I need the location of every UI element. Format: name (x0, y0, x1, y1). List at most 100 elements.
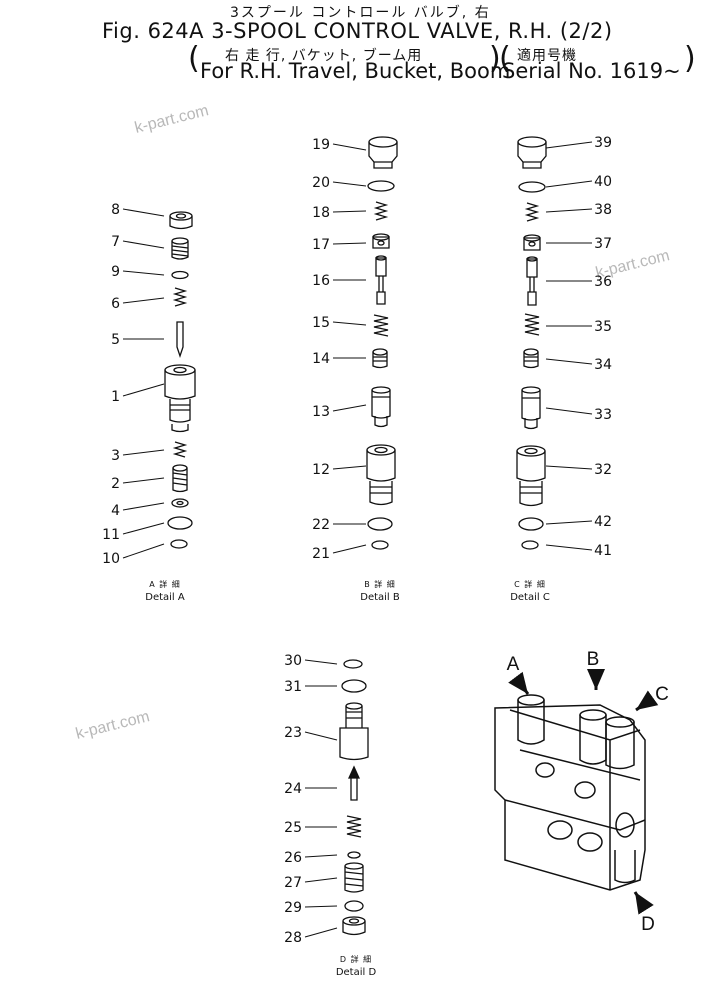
part-number-label: 14 (312, 351, 330, 367)
part-number-label: 38 (594, 202, 612, 218)
leader-line (332, 465, 367, 470)
detail-caption: Detail D (336, 967, 377, 978)
leader-line (122, 208, 165, 217)
detail-d-group (339, 659, 369, 936)
leader-line (332, 143, 367, 151)
detail-a-group (164, 211, 196, 549)
part-31-o-ring (341, 679, 367, 693)
part-23-plug (339, 702, 369, 761)
detail-caption: Detail C (510, 592, 550, 603)
part-26-o-ring (347, 851, 361, 859)
part-number-label: 13 (312, 404, 330, 420)
leader-line (332, 404, 367, 412)
part-number-label: 1 (111, 389, 120, 405)
part-number-label: 12 (312, 462, 330, 478)
leader-line (332, 181, 367, 187)
part-8-nut (169, 211, 193, 230)
assembly-marker-b: B (587, 649, 600, 670)
subtitle-japanese-left: 右 走 行, バケット, ブーム用 (225, 48, 423, 64)
subtitle-japanese-right: 適用号機 (517, 48, 577, 64)
part-number-label: 21 (312, 546, 330, 562)
part-number-label: 39 (594, 135, 612, 151)
part-number-label: 25 (284, 820, 302, 836)
part-27-plug (344, 862, 364, 893)
leader-lines (122, 141, 593, 938)
part-2-plug (172, 464, 188, 493)
paren-close-right: ) (684, 41, 696, 76)
detail-caption: Detail A (145, 592, 185, 603)
part-25-spring (346, 815, 362, 838)
part-3-spring (172, 441, 188, 458)
part-number-label: 32 (594, 462, 612, 478)
title-japanese: 3スプール コントロール バルブ, 右 (230, 5, 491, 21)
leader-line (122, 449, 165, 456)
part-40-o-ring (518, 181, 546, 193)
part-32-valve-body (516, 445, 546, 507)
part-7-plug (171, 237, 189, 260)
part-number-label: 36 (594, 274, 612, 290)
part-number-label: 23 (284, 725, 302, 741)
part-38-spring (524, 202, 540, 222)
assembly-arrows (508, 669, 659, 915)
leader-line (122, 270, 165, 276)
assembly-marker-c: C (655, 684, 669, 705)
detail-caption-japanese: C 詳 細 (514, 579, 546, 589)
leader-line (545, 358, 593, 365)
leader-line (545, 180, 593, 188)
leader-line (122, 240, 165, 249)
leader-line (545, 208, 593, 213)
part-39-cap (517, 136, 547, 169)
valve-assembly-illustration (494, 694, 646, 891)
figure-title: Fig. 624A 3-SPOOL CONTROL VALVE, R.H. (2… (102, 19, 613, 43)
part-19-cap (368, 136, 398, 169)
part-20-o-ring (367, 180, 395, 192)
leader-line (122, 543, 165, 559)
part-42-o-ring (518, 517, 544, 531)
part-number-label: 27 (284, 875, 302, 891)
part-number-label: 4 (111, 503, 120, 519)
part-number-label: 42 (594, 514, 612, 530)
leader-line (304, 659, 338, 665)
part-number-label: 31 (284, 679, 302, 695)
part-number-label: 17 (312, 237, 330, 253)
part-number-label: 18 (312, 205, 330, 221)
part-29-o-ring (344, 900, 364, 912)
leader-line (122, 477, 165, 484)
part-37-nut (523, 234, 541, 251)
part-41-o-ring (521, 540, 539, 550)
leader-line (304, 731, 338, 741)
part-number-label: 10 (102, 551, 120, 567)
part-number-label: 3 (111, 448, 120, 464)
part-number-label: 19 (312, 137, 330, 153)
part-10-o-ring (170, 539, 188, 549)
part-17-nut (372, 233, 390, 249)
leader-line (545, 544, 593, 551)
part-9-o-ring (171, 270, 189, 280)
part-number-label: 7 (111, 234, 120, 250)
leader-line (332, 210, 367, 213)
detail-caption-japanese: D 詳 細 (340, 954, 372, 964)
part-number-label: 35 (594, 319, 612, 335)
part-18-spring (373, 201, 389, 221)
leader-line (545, 520, 593, 525)
part-number-label: 15 (312, 315, 330, 331)
leader-line (304, 854, 338, 858)
part-number-label: 9 (111, 264, 120, 280)
leader-line (122, 297, 165, 304)
leader-line (304, 927, 338, 938)
part-1-valve-body (164, 364, 196, 433)
part-16-poppet (375, 255, 387, 305)
leader-line (122, 522, 165, 535)
leader-line (545, 141, 593, 149)
leader-line (304, 877, 338, 883)
detail-caption-japanese: A 詳 細 (149, 579, 181, 589)
part-number-label: 29 (284, 900, 302, 916)
part-number-label: 20 (312, 175, 330, 191)
subtitle-serial: Serial No. 1619~ (502, 59, 681, 83)
detail-caption: Detail B (360, 592, 400, 603)
paren-close-left: ) (489, 41, 501, 76)
part-13-sleeve (371, 386, 391, 428)
part-number-label: 37 (594, 236, 612, 252)
leader-line (122, 502, 165, 511)
